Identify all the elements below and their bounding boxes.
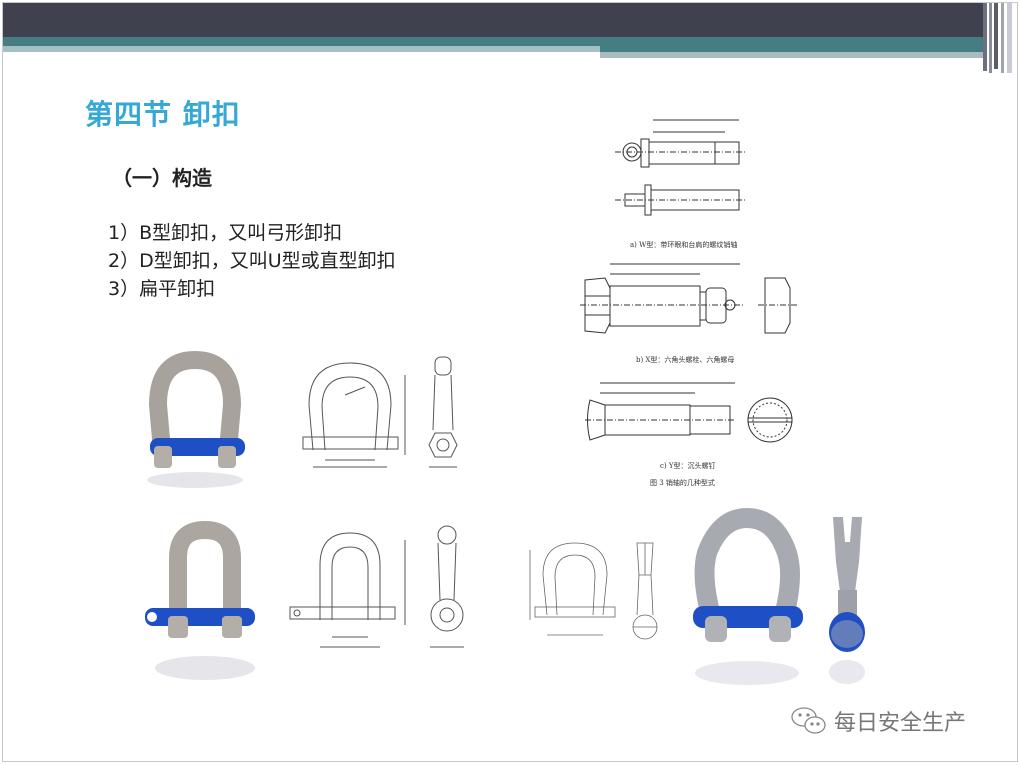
list-item: 1）B型卸扣，又叫弓形卸扣	[108, 222, 343, 244]
page-title: 第四节 卸扣	[85, 98, 241, 131]
figure-caption: a) W型：带环眼和台肩的螺纹销轴	[630, 241, 738, 249]
watermark-text: 每日安全生产	[834, 711, 967, 736]
watermark: 每日安全生产	[790, 705, 966, 737]
figure-caption: 图 3 销轴的几种型式	[650, 479, 715, 487]
wechat-icon	[791, 707, 826, 734]
figure-caption: b) X型：六角头螺栓、六角螺母	[636, 356, 735, 364]
d-shackle-photo	[145, 520, 255, 680]
flat-shackle-photo	[829, 517, 865, 684]
figure-caption: c) Y型：沉头螺钉	[660, 462, 716, 470]
header-stripes	[983, 3, 1015, 73]
wide-body-shackle-photo	[693, 507, 803, 685]
bow-shackle-photo	[147, 350, 245, 488]
list-item: 2）D型卸扣，又叫U型或直型卸扣	[108, 250, 396, 272]
flat-shackle-drawing	[529, 542, 616, 636]
d-shackle-drawing	[289, 532, 406, 648]
header-accent	[3, 37, 983, 46]
flat-shackle-side-drawing	[632, 542, 658, 640]
pin-drawing-y-type	[585, 382, 793, 443]
pin-drawing-w-type	[615, 119, 745, 216]
header-accent-light	[600, 52, 983, 58]
header-accent	[600, 46, 983, 52]
bow-shackle-drawing	[302, 362, 406, 468]
section-heading: （一）构造	[112, 166, 212, 190]
header-accent-light	[3, 46, 600, 52]
pin-drawing-x-type	[580, 263, 798, 334]
header-bar	[3, 3, 983, 37]
list-item: 3）扁平卸扣	[108, 278, 216, 300]
d-shackle-side-drawing	[430, 525, 464, 648]
bow-shackle-side-drawing	[428, 356, 458, 468]
shackle-type-list: 1）B型卸扣，又叫弓形卸扣 2）D型卸扣，又叫U型或直型卸扣 3）扁平卸扣	[108, 219, 396, 303]
